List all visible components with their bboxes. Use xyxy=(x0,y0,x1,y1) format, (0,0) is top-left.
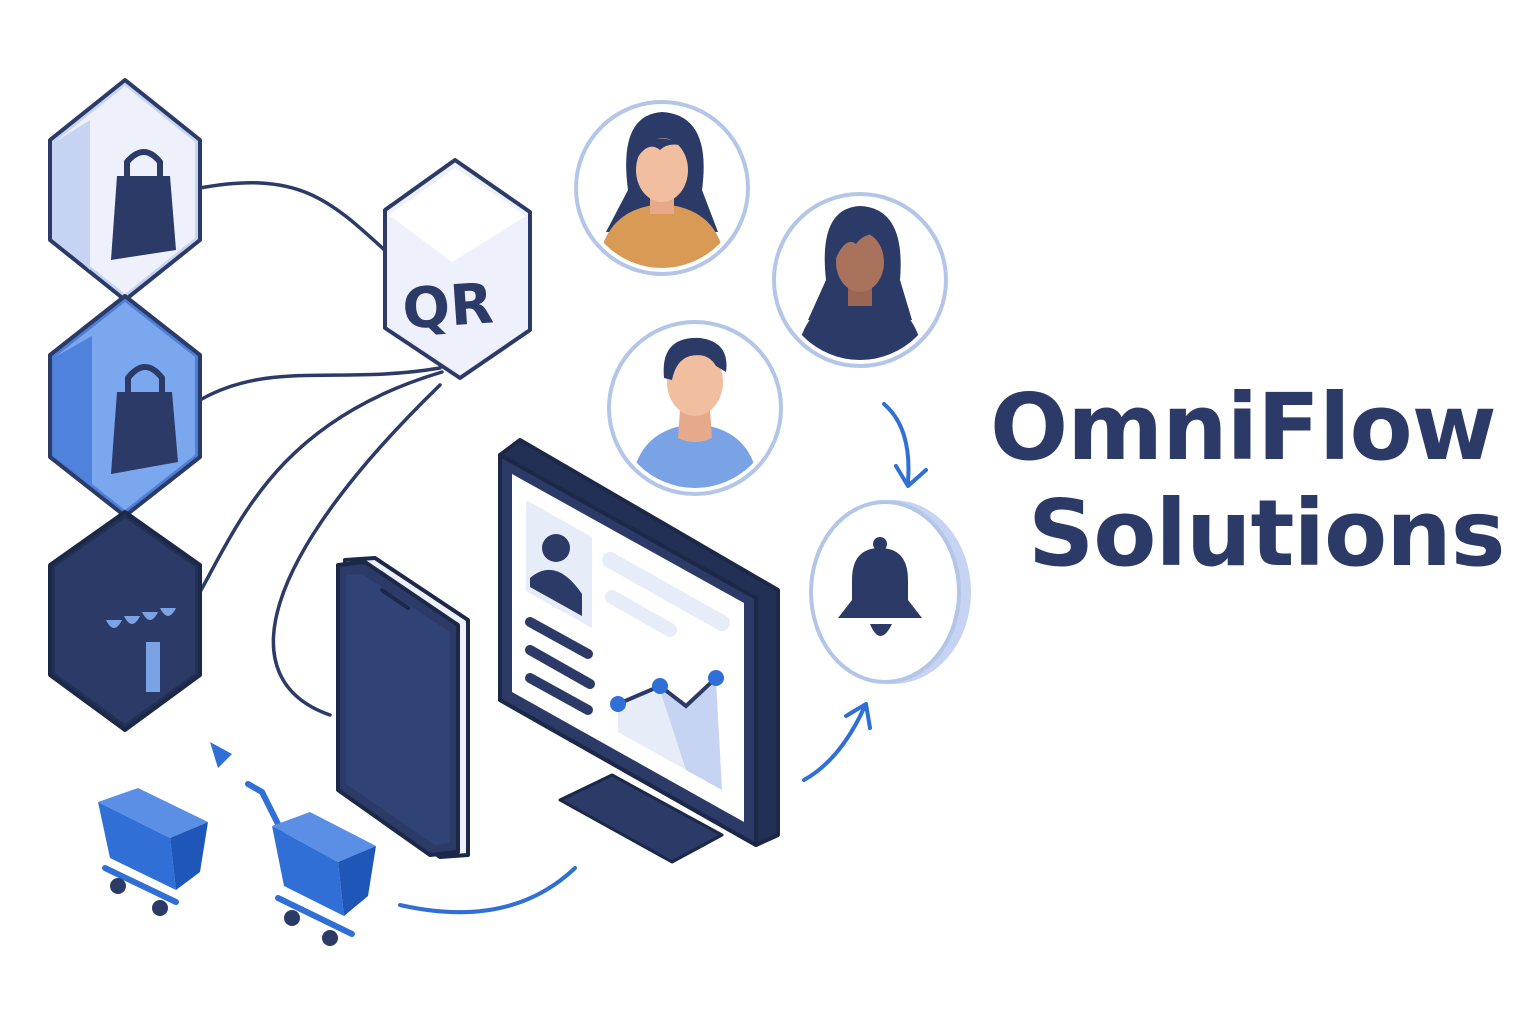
storefront-tile xyxy=(48,510,202,732)
customer-avatar-icon xyxy=(798,206,922,360)
shopping-bag-tile-blue xyxy=(48,294,202,518)
smartphone-icon xyxy=(346,574,450,845)
brand-title-line2: Solutions xyxy=(1028,480,1505,587)
connector-lines xyxy=(198,181,444,717)
connector-bag2-to-qr xyxy=(198,366,442,402)
customer-avatar-icon xyxy=(600,112,724,268)
brand-title-line1: OmniFlow xyxy=(990,374,1497,481)
monitor xyxy=(498,438,780,864)
customer-avatar-man-blue xyxy=(607,320,783,496)
arrow-monitor-to-bell-head xyxy=(844,702,872,730)
bell-icon xyxy=(838,537,922,636)
monitor-stand-base xyxy=(558,773,724,864)
shopping-cart-icon xyxy=(245,781,376,946)
phone-speaker xyxy=(380,588,410,610)
arrow-monitor-to-bell xyxy=(802,706,866,782)
arrow-tip-triangle xyxy=(210,742,232,768)
flow-arrows xyxy=(398,402,928,915)
shopping-cart-icon xyxy=(98,788,208,916)
customer-avatar-woman-dark xyxy=(772,192,948,368)
arrow-avatars-to-bell-head xyxy=(894,464,928,488)
shopping-bag-icon xyxy=(111,149,176,260)
profile-icon xyxy=(530,534,582,616)
customer-avatar-woman-orange xyxy=(574,100,750,276)
shopping-cart-left xyxy=(98,788,208,916)
notification-bell-circle xyxy=(809,500,971,684)
shopping-cart-right xyxy=(245,781,376,946)
connector-store-to-qr xyxy=(198,370,444,594)
text-lines xyxy=(525,552,730,715)
qr-code-tile: QR xyxy=(383,158,532,380)
customer-avatar-icon xyxy=(632,337,758,488)
storefront-icon xyxy=(106,608,176,692)
smartphone xyxy=(336,556,470,859)
arrow-carts-to-monitor xyxy=(398,866,577,915)
connector-bag-to-qr xyxy=(198,181,392,257)
arrow-avatars-to-bell xyxy=(882,402,911,484)
shopping-bag-icon xyxy=(111,364,178,474)
qr-code-icon: QR xyxy=(400,271,495,342)
line-chart-icon xyxy=(610,670,724,790)
connector-phone-to-qr xyxy=(271,383,442,717)
brand-title: OmniFlow Solutions xyxy=(990,375,1520,587)
shopping-bag-tile-light xyxy=(48,78,202,302)
